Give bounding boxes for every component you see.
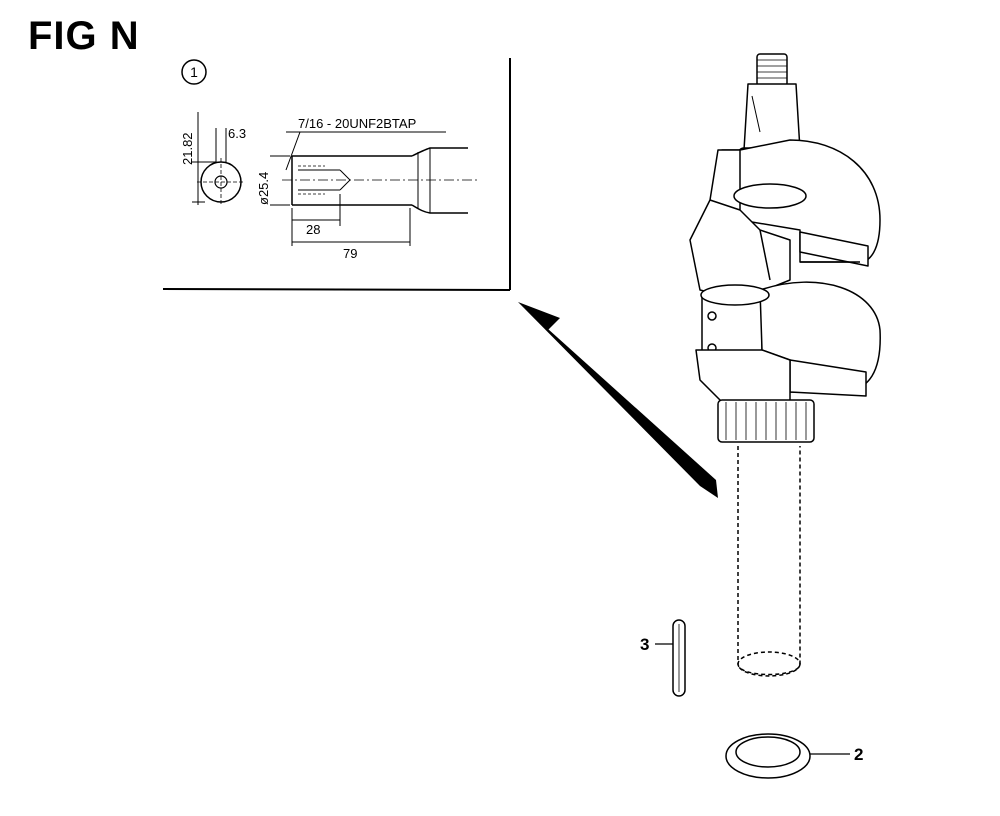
figure-title: FIG N (28, 14, 140, 58)
inset-frame-bottom (162, 288, 511, 291)
detail-pointer-arrow (518, 302, 718, 498)
dim-diameter: ø25.4 (256, 172, 271, 205)
dim-shaft-length: 79 (343, 246, 357, 261)
part-2-washer (725, 733, 811, 779)
crankshaft (689, 53, 881, 443)
dim-keyway-width: 6.3 (228, 126, 246, 141)
detail-inset (162, 58, 511, 291)
detail-marker-number: 1 (190, 64, 198, 80)
output-shaft-hidden (737, 446, 801, 677)
detail-marker-circle (181, 59, 207, 85)
callout-part-2: 2 (854, 745, 863, 764)
callout-part-3: 3 (640, 635, 649, 654)
dim-keyway-height: 21.82 (180, 132, 195, 165)
shaft-end-view (192, 112, 245, 206)
dim-tap-depth: 28 (306, 222, 320, 237)
shaft-side-view (270, 131, 480, 246)
part-3-key (672, 619, 686, 697)
thread-spec-label: 7/16 - 20UNF2BTAP (298, 116, 416, 131)
